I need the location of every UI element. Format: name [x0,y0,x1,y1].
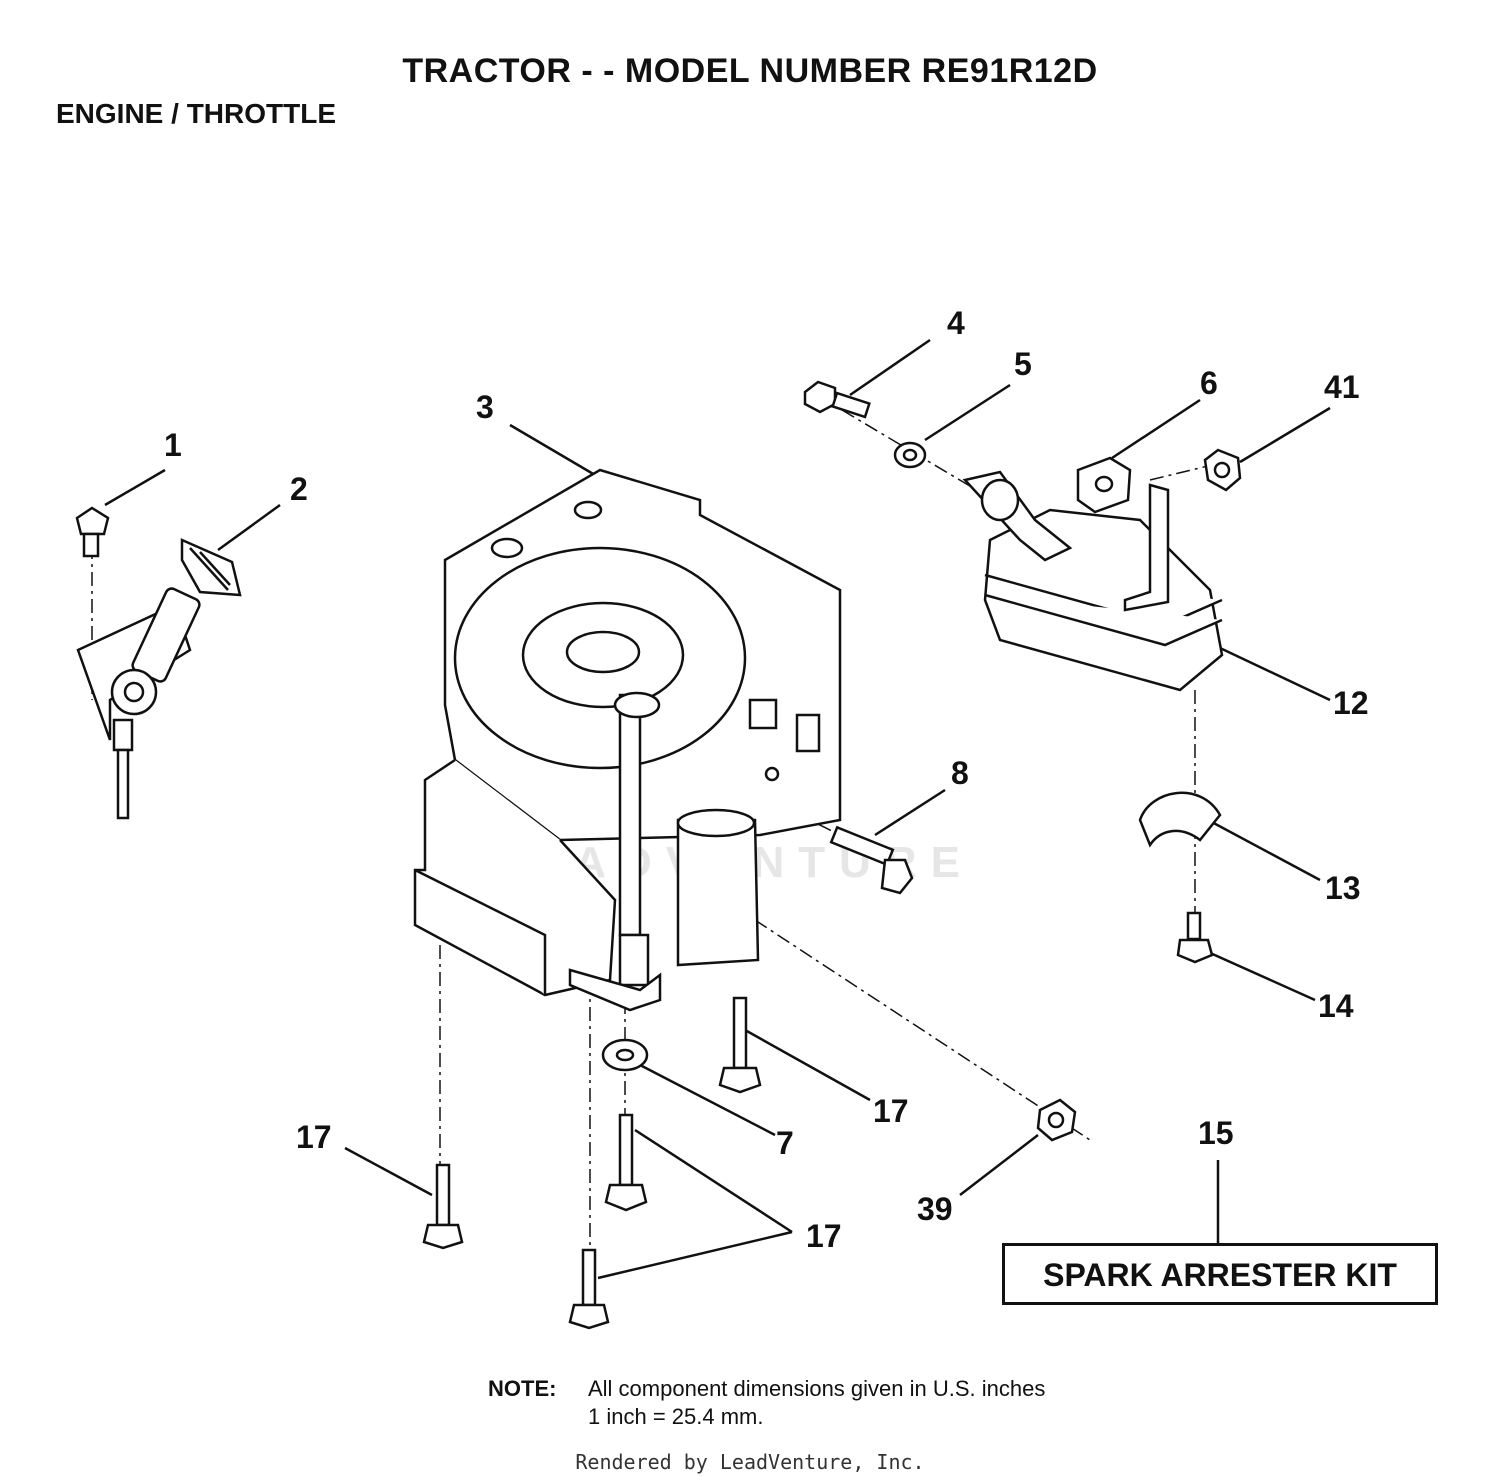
callout-17-bottom: 17 [806,1218,842,1254]
fasteners [422,791,1222,1330]
callout-41: 41 [1324,369,1360,405]
muffler-assembly [803,380,1242,692]
note-label: NOTE: [488,1376,557,1401]
callout-17-right: 17 [873,1093,909,1129]
callout-2: 2 [290,471,308,507]
note-line-1: All component dimensions given in U.S. i… [588,1376,1046,1401]
callout-7: 7 [776,1125,794,1161]
callout-17-left: 17 [296,1119,332,1155]
footer-credit: Rendered by LeadVenture, Inc. [575,1450,925,1474]
page-title: TRACTOR - - MODEL NUMBER RE91R12D [402,52,1098,90]
engine [413,468,842,1012]
throttle-control [75,506,242,820]
callout-39: 39 [917,1191,953,1227]
callout-14: 14 [1318,988,1354,1024]
note-line-2: 1 inch = 25.4 mm. [588,1404,764,1429]
callout-4: 4 [947,305,965,341]
callout-13: 13 [1325,870,1361,906]
note: NOTE: All component dimensions given in U… [488,1376,1046,1429]
callout-5: 5 [1014,346,1032,382]
section-title: ENGINE / THROTTLE [56,98,336,129]
callout-6: 6 [1200,365,1218,401]
callout-8: 8 [951,755,969,791]
callout-1: 1 [164,427,182,463]
callout-12: 12 [1333,685,1369,721]
spark-arrester-kit-label: SPARK ARRESTER KIT [1002,1243,1438,1305]
callout-3: 3 [476,389,494,425]
callout-15: 15 [1198,1115,1234,1151]
